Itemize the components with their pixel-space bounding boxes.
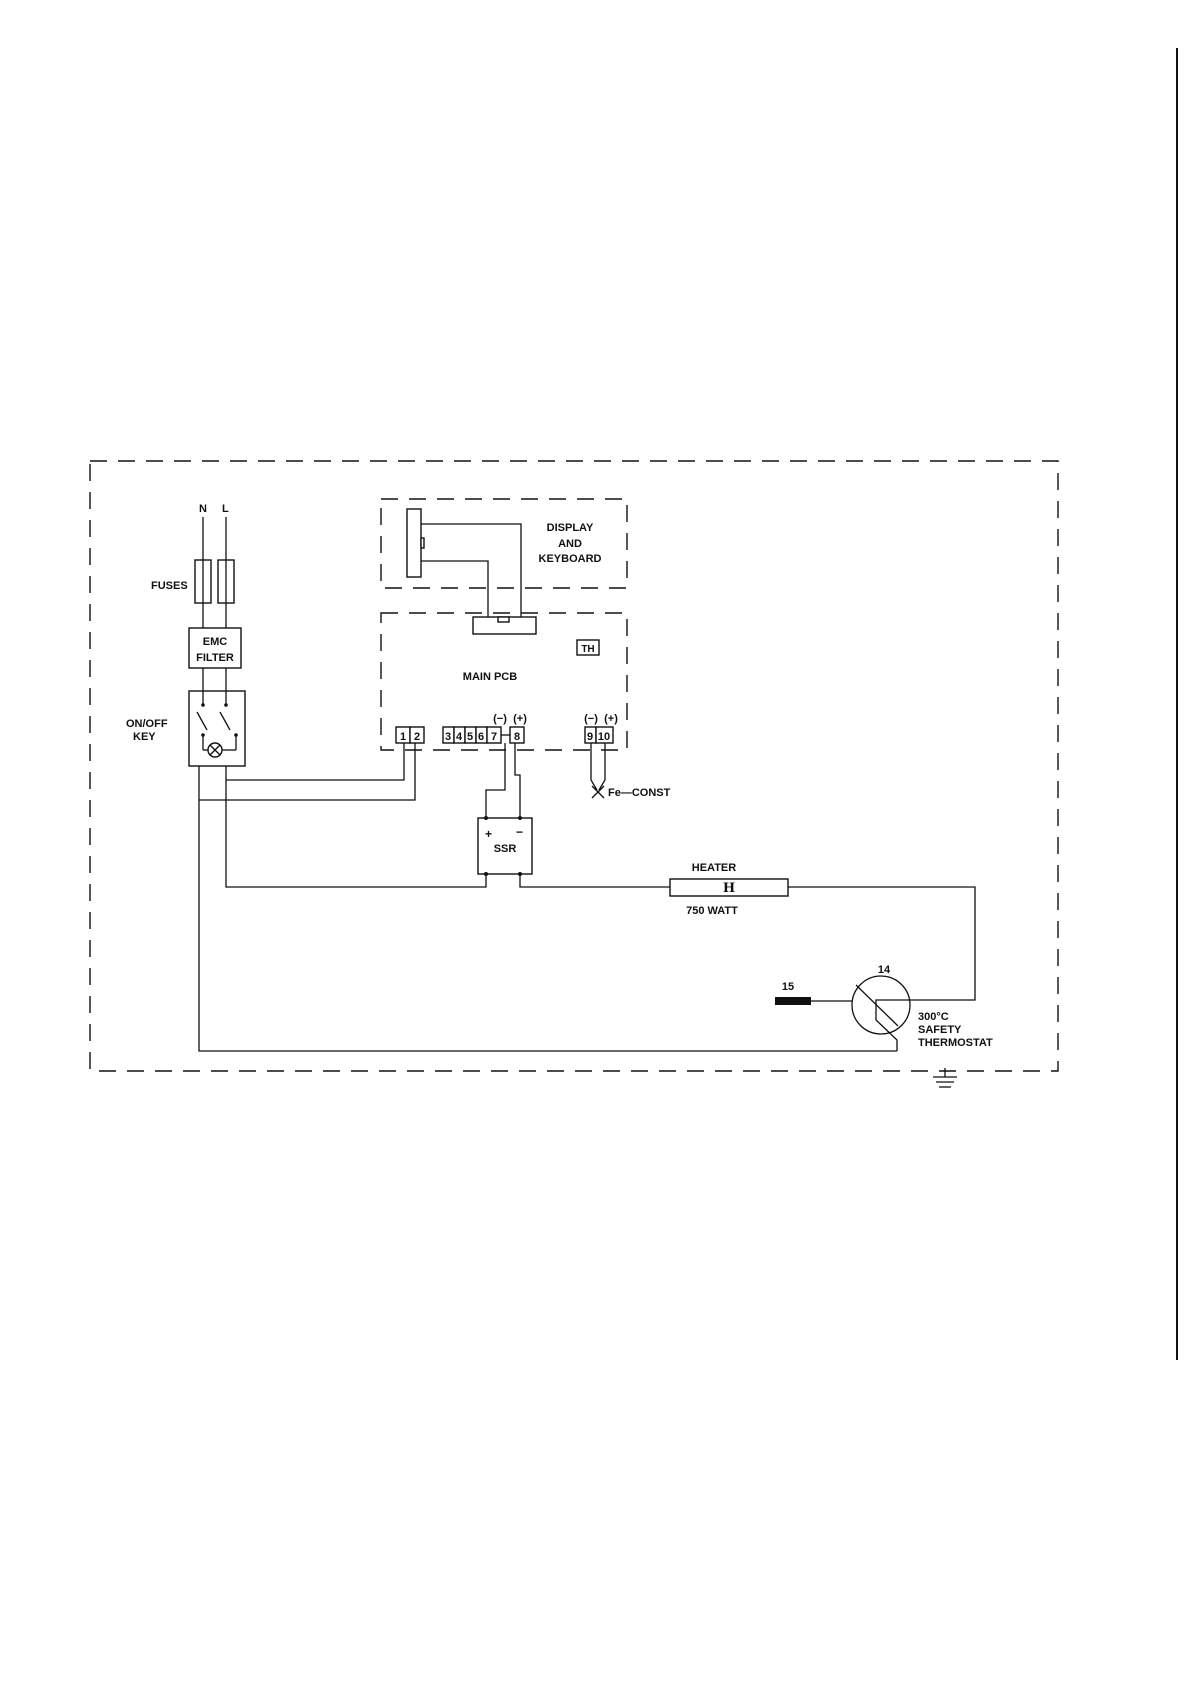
terminal-10-label: 10 <box>598 731 610 743</box>
heater-watt-label: 750 WATT <box>686 905 738 917</box>
ssr-control-plus-wire <box>515 743 520 818</box>
on-off-key-symbol <box>189 691 245 766</box>
polarity-t8: (+) <box>513 713 527 725</box>
polarity-t9: (−) <box>584 713 598 725</box>
heater-to-thermostat-wire <box>788 887 975 1000</box>
ribbon-cable-right <box>421 524 521 617</box>
ssr-minus-label: − <box>516 825 523 839</box>
th-label: TH <box>581 644 594 655</box>
ssr-control-minus-wire <box>486 743 505 818</box>
display-label-line3: KEYBOARD <box>539 553 602 565</box>
thermocouple-lead-minus <box>591 743 597 790</box>
terminal-9-label: 9 <box>587 731 593 743</box>
ribbon-cable-left <box>421 561 488 617</box>
sensor-number: 15 <box>782 981 794 993</box>
heater-symbol: H <box>723 881 735 896</box>
display-label-line2: AND <box>558 538 582 550</box>
terminal-7-label: 7 <box>491 731 497 743</box>
thermostat-number: 14 <box>878 964 891 976</box>
ssr-to-heater-wire <box>520 874 670 887</box>
terminal-2-label: 2 <box>414 731 420 743</box>
terminal-8-label: 8 <box>514 731 520 743</box>
emc-label-line1: EMC <box>203 636 228 648</box>
neutral-label: N <box>199 503 207 515</box>
sensor-bulb <box>775 997 811 1005</box>
emc-label-line2: FILTER <box>196 652 234 664</box>
polarity-t10: (+) <box>604 713 618 725</box>
polarity-t7: (−) <box>493 713 507 725</box>
display-label-line1: DISPLAY <box>547 522 594 534</box>
on-off-label-line2: KEY <box>133 731 156 743</box>
on-off-label-line1: ON/OFF <box>126 718 168 730</box>
neutral-return-wire <box>199 766 897 1051</box>
live-to-pcb-wire <box>226 743 404 780</box>
live-to-ssr-wire <box>226 766 486 887</box>
main-pcb-label: MAIN PCB <box>463 671 517 683</box>
terminal-6-label: 6 <box>478 731 484 743</box>
terminal-5-label: 5 <box>467 731 473 743</box>
fe-const-label: Fe—CONST <box>608 787 671 799</box>
fuses-symbol <box>195 560 234 603</box>
thermostat-label-line1: 300°C <box>918 1011 949 1023</box>
heater-label: HEATER <box>692 862 736 874</box>
fuses-label: FUSES <box>151 580 188 592</box>
terminal-3-label: 3 <box>445 731 451 743</box>
live-label: L <box>222 503 229 515</box>
thermostat-label-line2: SAFETY <box>918 1024 962 1036</box>
ssr-label: SSR <box>494 843 517 855</box>
terminal-4-label: 4 <box>456 731 463 743</box>
display-panel <box>407 509 421 577</box>
thermostat-label-line3: THERMOSTAT <box>918 1037 993 1049</box>
terminal-1-label: 1 <box>400 731 406 743</box>
ssr-plus-label: + <box>485 827 492 841</box>
